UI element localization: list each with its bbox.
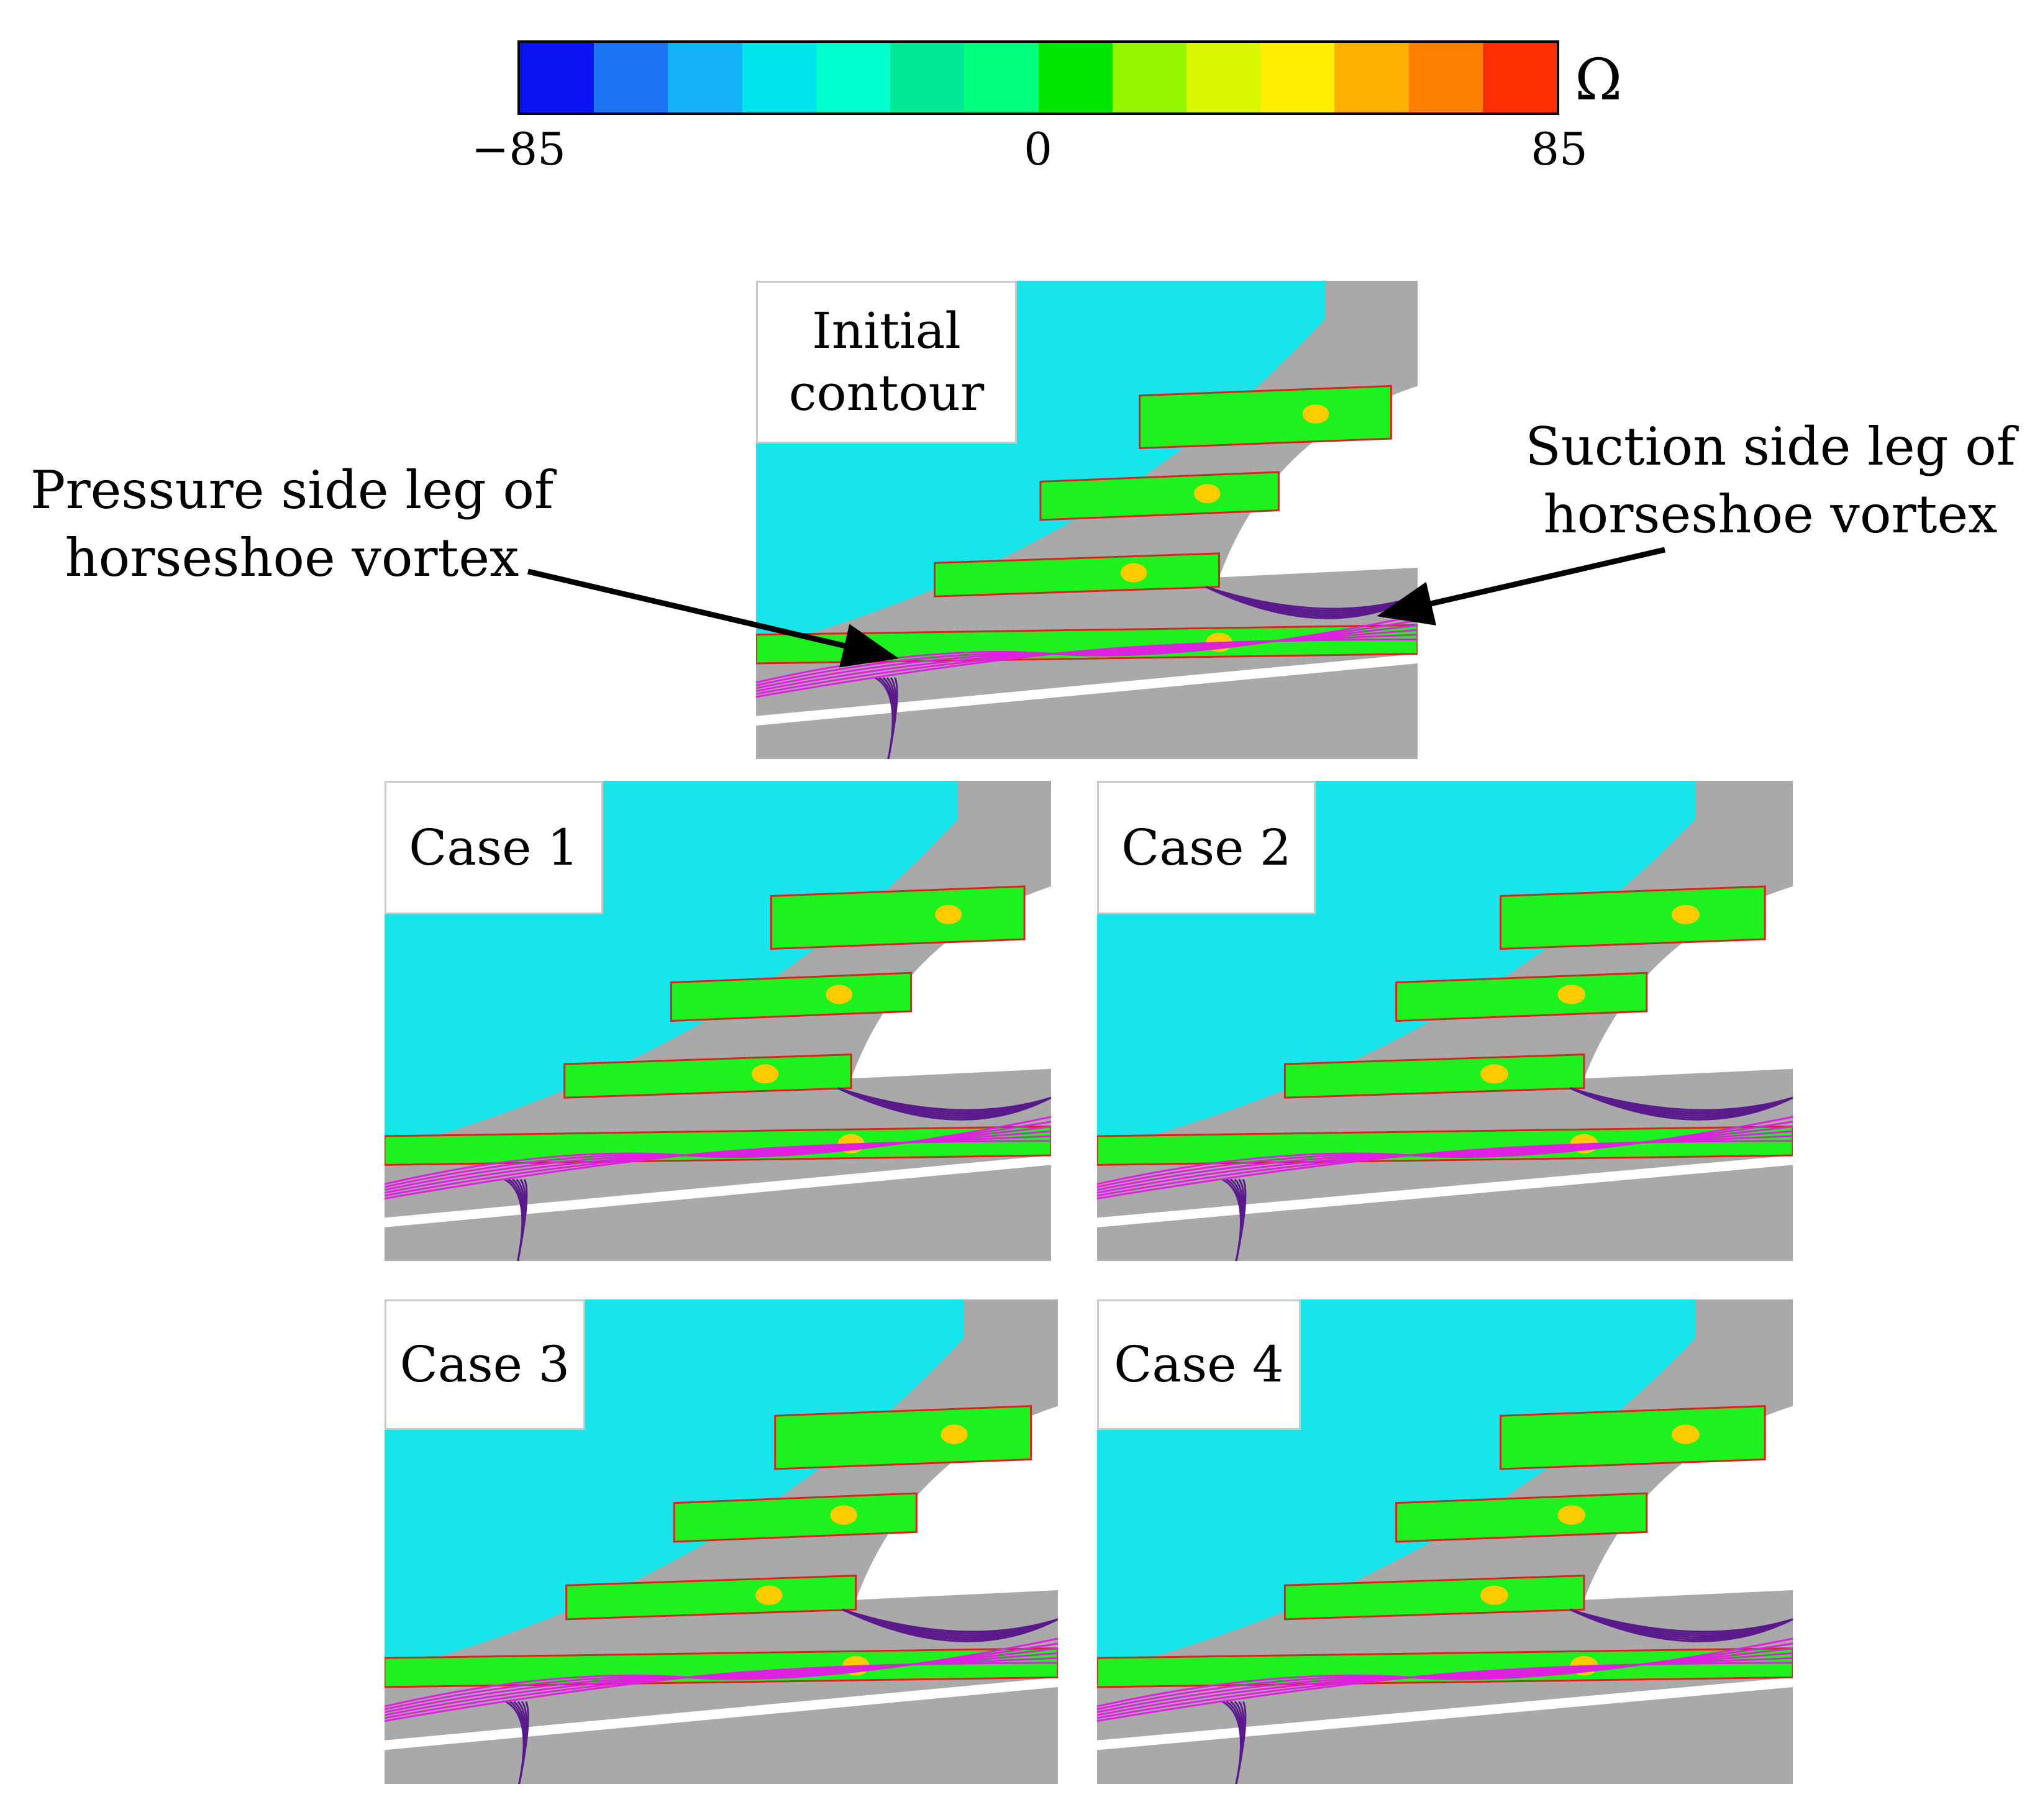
pressure-side-vortex-line: [1097, 1662, 1793, 1722]
panel-label: Case 2: [1097, 781, 1316, 914]
suction-side-vortex-line: [1235, 1701, 1247, 1784]
pressure-side-vortex-line: [1097, 1140, 1793, 1199]
contour-plane-4: [385, 1647, 1058, 1688]
panel-case-1: Case 1: [385, 781, 1051, 1261]
colorbar-tick-max: 85: [1531, 123, 1588, 175]
colorbar-tick-mid: 0: [1024, 123, 1052, 175]
contour-plane-4: [1097, 1647, 1793, 1688]
colorbar-segment: [668, 43, 742, 112]
colorbar-symbol: Ω: [1575, 47, 1623, 113]
vortex-core-spot: [1557, 985, 1586, 1004]
contour-plane-4: [756, 624, 1418, 665]
contour-plane-3: [563, 1053, 852, 1099]
vortex-core-spot: [935, 904, 962, 924]
pressure-side-arrow: [527, 568, 899, 668]
panel-label: Initial contour: [756, 281, 1017, 444]
vortex-core-spot: [941, 1424, 968, 1444]
contour-plane-3: [1283, 1575, 1585, 1621]
colorbar-segment: [520, 43, 594, 112]
pressure-side-vortex-line: [756, 639, 1418, 698]
scene-render: [1097, 781, 1793, 1261]
colorbar-segment: [1408, 43, 1483, 112]
colorbar-segment: [1112, 43, 1187, 112]
vortex-core-spot: [1480, 1585, 1508, 1605]
panel-case-3: Case 3: [385, 1299, 1058, 1784]
contour-plane-2: [673, 1492, 918, 1543]
pressure-side-vortex-line: [385, 1140, 1051, 1199]
endwall-stripe: [756, 653, 1418, 726]
colorbar-segment: [1482, 43, 1557, 112]
vortex-core-spot: [752, 1064, 779, 1084]
contour-plane-1: [1500, 1405, 1766, 1470]
colorbar-tick-min: −85: [471, 123, 566, 175]
annotation-suction-side: Suction side leg of horseshoe vortex: [1525, 416, 2016, 545]
contour-plane-2: [670, 971, 913, 1022]
contour-plane-4: [1097, 1126, 1793, 1166]
vortex-core-spot: [1480, 1064, 1508, 1084]
colorbar-segment: [594, 43, 668, 112]
contour-plane-2: [1039, 471, 1280, 521]
contour-plane-3: [565, 1575, 857, 1621]
contour-plane-1: [1139, 384, 1392, 450]
colorbar-segment: [1038, 43, 1113, 112]
annotation-pressure-side: Pressure side leg of horseshoe vortex: [30, 460, 554, 589]
panel-label: Case 3: [385, 1299, 585, 1430]
pressure-side-vortex-line: [385, 1662, 1058, 1722]
colorbar-segment: [1334, 43, 1409, 112]
suction-side-arrow: [1377, 547, 1666, 626]
suction-side-vortex-line: [518, 1701, 529, 1784]
endwall-stripe: [1097, 1677, 1793, 1750]
vortex-core-spot: [1672, 904, 1700, 924]
panel-case-4: Case 4: [1097, 1299, 1793, 1784]
panel-label: Case 4: [1097, 1299, 1301, 1430]
vortex-core-spot: [1194, 484, 1221, 504]
suction-side-vortex-line: [1569, 1608, 1793, 1642]
colorbar-segment: [1260, 43, 1335, 112]
contour-plane-1: [770, 885, 1026, 950]
suction-side-vortex-line: [517, 1178, 528, 1261]
vortex-core-spot: [826, 985, 853, 1004]
contour-plane-2: [1395, 1492, 1648, 1543]
vortex-core-spot: [755, 1585, 783, 1605]
panel-initial-contour: Initial contour: [756, 281, 1418, 759]
panel-case-2: Case 2: [1097, 781, 1793, 1261]
colorbar-segment: [816, 43, 891, 112]
contour-plane-4: [385, 1126, 1051, 1166]
colorbar-segment: [1186, 43, 1261, 112]
panel-label: Case 1: [385, 781, 603, 914]
contour-plane-1: [774, 1405, 1032, 1470]
contour-plane-1: [1500, 885, 1766, 950]
endwall-stripe: [385, 1677, 1058, 1750]
contour-plane-3: [1283, 1053, 1585, 1099]
endwall-stripe: [385, 1155, 1051, 1227]
suction-side-vortex-line: [887, 677, 898, 759]
suction-side-vortex-line: [1569, 1087, 1793, 1121]
suction-side-vortex-line: [837, 1087, 1051, 1121]
vortex-core-spot: [1302, 404, 1329, 424]
endwall-stripe: [1097, 1155, 1793, 1227]
vortex-core-spot: [1672, 1424, 1700, 1444]
colorbar-segment: [890, 43, 965, 112]
contour-plane-2: [1395, 971, 1648, 1022]
colorbar-segment: [742, 43, 816, 112]
colorbar: [517, 40, 1559, 115]
colorbar-segment: [964, 43, 1039, 112]
suction-side-vortex-line: [842, 1608, 1058, 1642]
vortex-core-spot: [1120, 563, 1147, 583]
suction-side-vortex-line: [1235, 1178, 1247, 1261]
vortex-core-spot: [1557, 1505, 1586, 1525]
vortex-core-spot: [830, 1505, 857, 1525]
contour-plane-3: [934, 552, 1220, 598]
